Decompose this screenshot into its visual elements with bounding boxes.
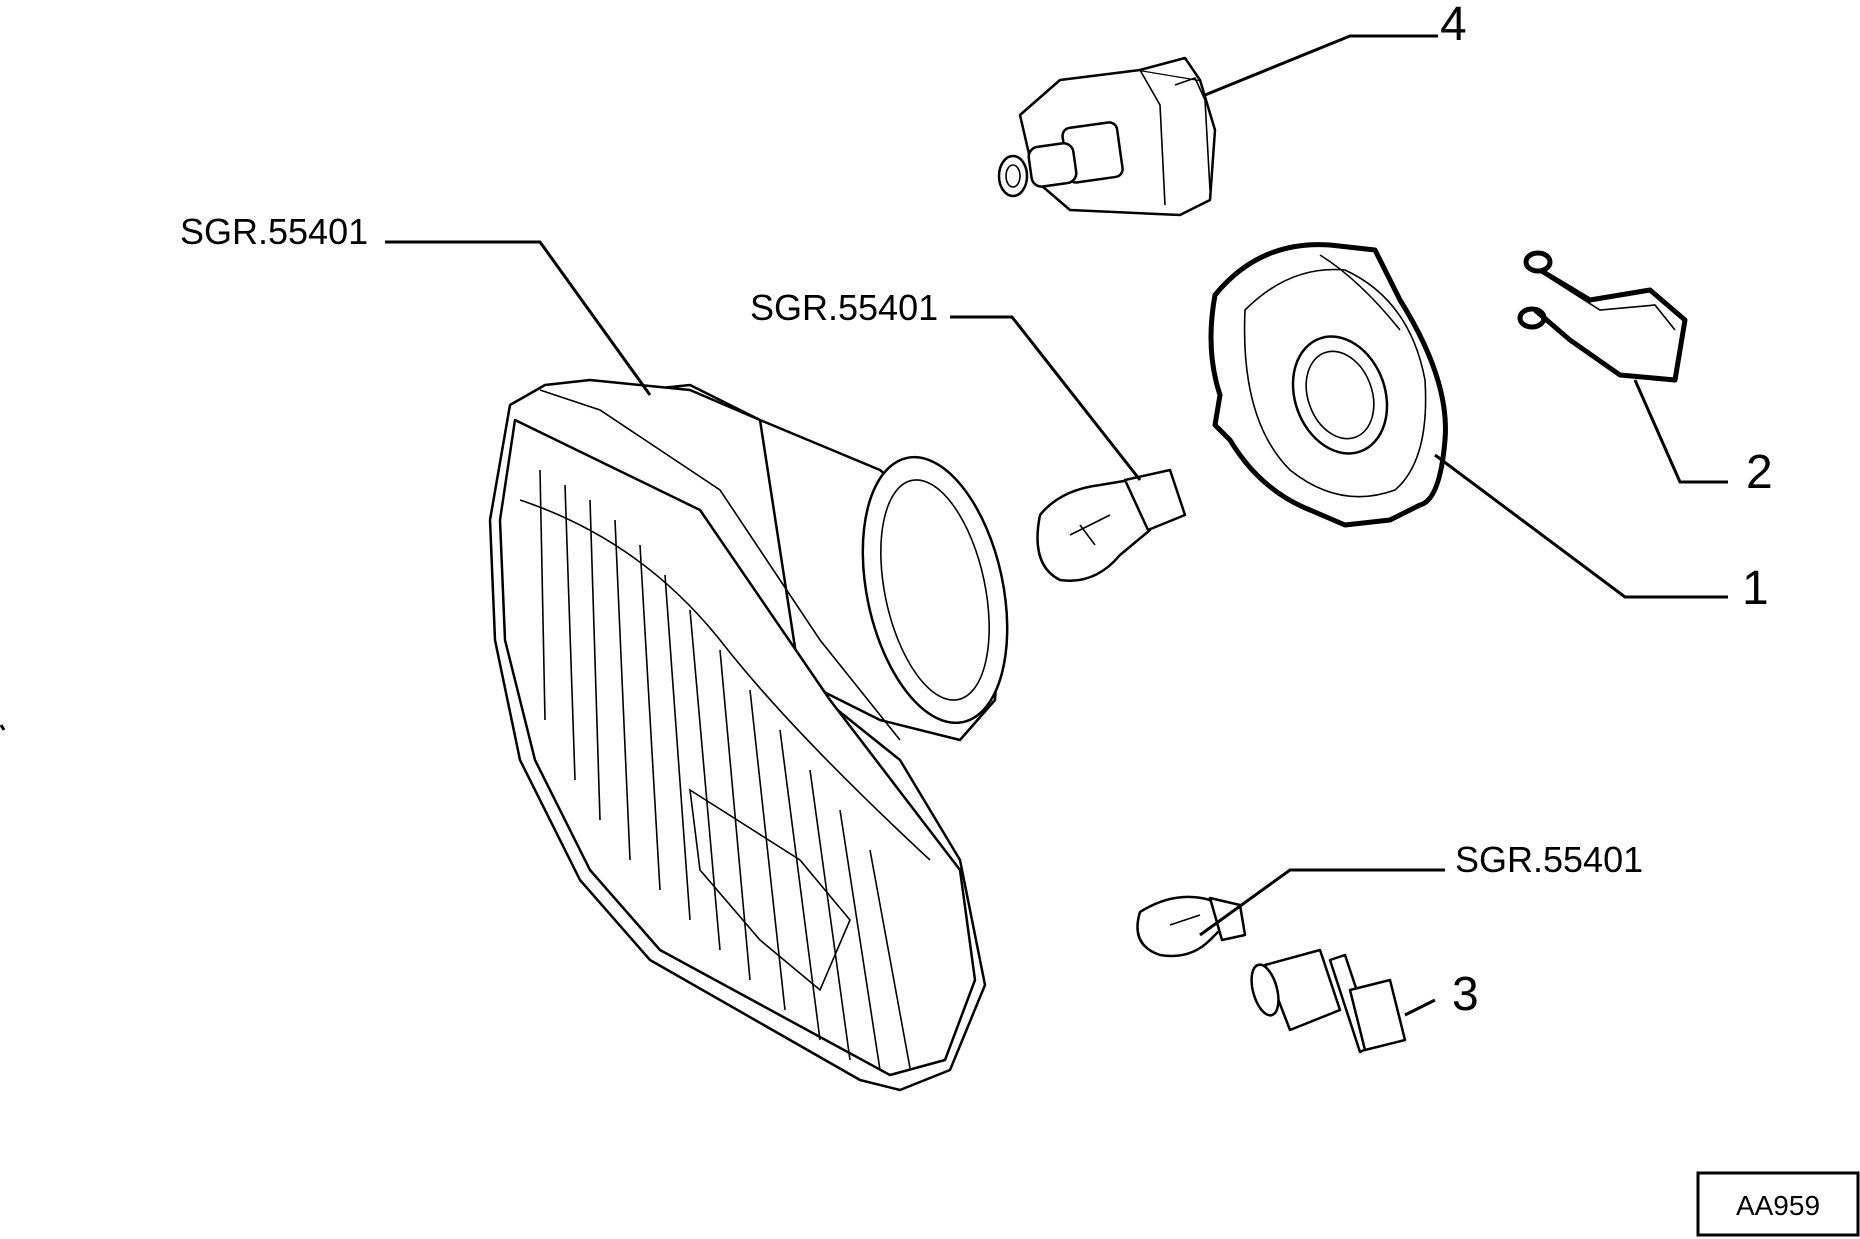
- part-number-3: 3: [1452, 968, 1479, 1021]
- spring-clip: [1517, 250, 1688, 383]
- part-number-4: 4: [1440, 0, 1467, 51]
- part-number-2: 2: [1746, 446, 1773, 499]
- bulb-holder: [1208, 242, 1448, 528]
- small-bulb: [1136, 895, 1247, 958]
- small-bulb-holder: [1250, 948, 1407, 1054]
- leader-lines: [0, 34, 1728, 1017]
- headlamp-unit: [488, 378, 1009, 1092]
- ref-label-main-bulb: SGR.55401: [750, 287, 938, 328]
- drawing-code-box: AA959: [1696, 1171, 1860, 1237]
- headlight-adjuster-motor: [997, 56, 1217, 217]
- drawing-code: AA959: [1736, 1190, 1820, 1221]
- main-bulb: [1036, 468, 1187, 582]
- ref-label-headlamp: SGR.55401: [180, 211, 368, 252]
- part-number-1: 1: [1742, 562, 1769, 615]
- ref-label-small-bulb: SGR.55401: [1455, 839, 1643, 880]
